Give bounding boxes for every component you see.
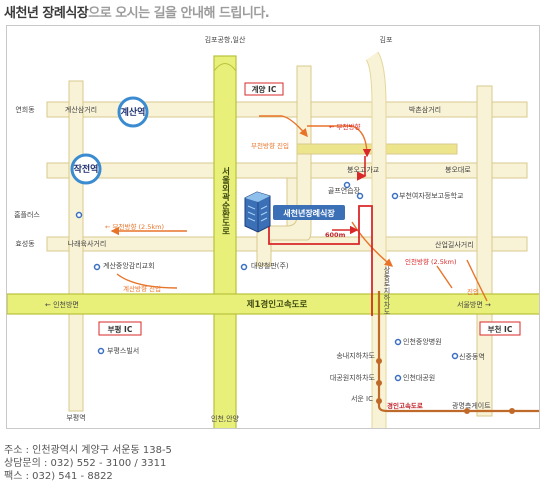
homplus-label: 홈플러스 bbox=[14, 210, 40, 219]
route-line bbox=[268, 205, 373, 316]
seoul-ring-label: 서울외곽순환도로 bbox=[220, 166, 230, 235]
direction-arrows bbox=[110, 115, 488, 302]
hyoseong-label: 효성동 bbox=[15, 239, 35, 248]
map-canvas: 새천년장례식장 계산역 작전역 계양 IC 부평 IC 부천 IC 김포공항,일… bbox=[7, 35, 539, 428]
gyesan-dir-label: 계산방향 진입 bbox=[123, 284, 161, 293]
ring-expressway bbox=[213, 55, 237, 428]
gyesan-samgeori-label: 계산삼거리 bbox=[65, 105, 97, 114]
songnae-label: 송내지하차도 bbox=[336, 351, 375, 360]
incheon-dir-25-label: 인천방향 (2.5km) bbox=[405, 257, 457, 266]
gyeongin-express-label: 경인고속도로 bbox=[387, 401, 423, 410]
phone-text: 상담문의 : 032) 552 - 3100 / 3311 bbox=[4, 458, 167, 469]
gyeongin-expressway bbox=[7, 293, 539, 315]
gyesan-station-label: 계산역 bbox=[121, 106, 146, 118]
bupyeong-station-label: 부평역 bbox=[66, 413, 85, 422]
address-text: 주소 : 인천광역시 계양구 서운동 138-5 bbox=[4, 445, 172, 456]
bupyeong-ic-label: 부평 IC bbox=[108, 324, 133, 334]
baksan-label: 박촌삼거리 bbox=[409, 105, 441, 114]
daehan-label: 대공원지하차도 bbox=[330, 373, 376, 382]
jakjeon-station-label: 작전역 bbox=[74, 163, 99, 175]
location-map: 새천년장례식장 계산역 작전역 계양 IC 부평 IC 부천 IC 김포공항,일… bbox=[6, 25, 540, 429]
gimpo-north-road bbox=[365, 51, 387, 428]
subway-line bbox=[376, 291, 539, 414]
station-gyesan: 계산역 bbox=[117, 96, 149, 128]
bongo-road-label: 봉오대로 bbox=[445, 166, 471, 174]
narae-label: 나래육사거리 bbox=[68, 239, 107, 248]
building-name-box bbox=[273, 205, 345, 220]
sangdong-road-label: 상동로지하차도 bbox=[383, 265, 391, 315]
daeyang-label: 대양철판(주) bbox=[251, 261, 289, 270]
sanup-label: 산업길사거리 bbox=[435, 240, 474, 249]
incheon-dir-label: ← 인천방면 bbox=[45, 300, 79, 309]
sinjung-label: 신중동역 bbox=[459, 352, 485, 361]
dist-600-label: 600m bbox=[325, 231, 346, 239]
seoul-ic-label: 서운 IC bbox=[351, 394, 373, 403]
bucheon-dir2-label: ← 부천방향 bbox=[329, 122, 360, 131]
incheon-anyang-label: 인천,안양 bbox=[211, 414, 240, 423]
gyeyang-ic-label: 계양 IC bbox=[252, 84, 277, 94]
seoul-dir-label: 서울방면 → bbox=[457, 300, 491, 309]
station-jakjeon: 작전역 bbox=[70, 153, 102, 185]
yeonhui-label: 연희동 bbox=[15, 105, 35, 114]
golf-label: 골프연습장 bbox=[328, 186, 361, 195]
jinip-label: 진입 bbox=[467, 287, 479, 296]
gwangmyeong-label: 광명측게이트 bbox=[452, 401, 491, 410]
bupyeong-ic-box bbox=[98, 321, 142, 336]
fax-text: 팩스 : 032) 541 - 8822 bbox=[4, 471, 113, 482]
bucheon-dir-label: 부천방향 진입 bbox=[251, 141, 289, 150]
header-rest: 으로 오시는 길을 안내해 드립니다. bbox=[88, 6, 270, 21]
gyesan-church-label: 계산중앙감리교회 bbox=[103, 261, 155, 270]
building-name-label: 새천년장례식장 bbox=[283, 208, 335, 218]
bupyeong-dir-label: ← 부천방향 (2.5km) bbox=[105, 222, 164, 231]
gyeongin-expressway-label: 제1경인고속도로 bbox=[247, 299, 308, 310]
landmark-markers bbox=[75, 181, 459, 382]
building-icon bbox=[244, 191, 271, 233]
funeral-hall-name: 새천년 장례식장 bbox=[4, 6, 89, 21]
page-header: 새천년 장례식장으로 오시는 길을 안내해 드립니다. bbox=[4, 2, 270, 21]
bucheon-ic-box bbox=[479, 321, 521, 336]
gimpo-label: 김포 bbox=[380, 36, 393, 44]
gyeyang-ic-box bbox=[244, 82, 284, 96]
gimpo-ilsan-label: 김포공항,일산 bbox=[205, 35, 246, 44]
bucheon-school-label: 부천여자정보고등학교 bbox=[399, 191, 464, 200]
incheon-hospital-label: 인천중앙병원 bbox=[403, 337, 442, 346]
bongo-overpass-label: 봉오고가교 bbox=[347, 165, 380, 174]
bupyeong-center-label: 부평스빌서 bbox=[107, 346, 139, 355]
bucheon-ic-label: 부천 IC bbox=[488, 324, 513, 334]
incheon-park-label: 인천대공원 bbox=[403, 373, 435, 382]
ring-road-label: 서울외곽순환도로 bbox=[220, 166, 230, 235]
contact-info: 주소 : 인천광역시 계양구 서운동 138-5 상담문의 : 032) 552… bbox=[4, 444, 172, 483]
